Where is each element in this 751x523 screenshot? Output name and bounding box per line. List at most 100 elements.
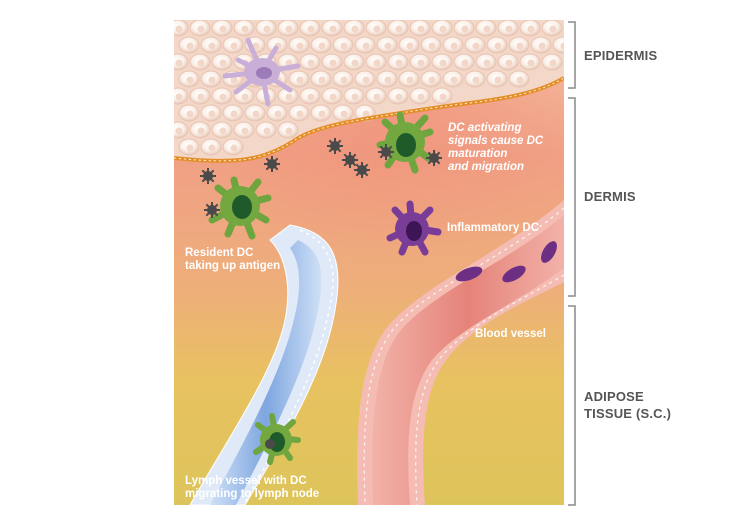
epidermis-cell-nucleus xyxy=(417,25,425,33)
epidermis-cell-nucleus xyxy=(527,59,535,67)
epidermis-cell-nucleus xyxy=(230,42,238,50)
layer-adipose: ADIPOSE TISSUE (S.C.) xyxy=(584,389,672,421)
epidermis-cell-nucleus xyxy=(340,42,348,50)
epidermis-cell-nucleus xyxy=(329,59,337,67)
bracket-adipose xyxy=(568,305,576,506)
epidermis-cell-nucleus xyxy=(461,25,469,33)
lymph-dc xyxy=(253,413,301,465)
epidermis-cell-nucleus xyxy=(296,76,304,84)
epidermis-cell-nucleus xyxy=(450,42,458,50)
epidermis-cell-nucleus xyxy=(318,42,326,50)
antigen-particle xyxy=(342,152,358,168)
epidermis-cell-nucleus xyxy=(527,25,535,33)
lymph-vessel xyxy=(210,240,322,505)
epidermis-cell-nucleus xyxy=(549,59,557,67)
epidermis-cell-nucleus xyxy=(373,25,381,33)
epidermis-cell-nucleus xyxy=(252,110,260,118)
antigen-particle xyxy=(426,150,442,166)
label-resident-dc: Resident DC taking up antigen xyxy=(185,247,281,272)
epidermis-cell-nucleus xyxy=(351,25,359,33)
epidermis-cell-nucleus xyxy=(395,59,403,67)
epidermis-cell-nucleus xyxy=(197,25,205,33)
antigen-particle xyxy=(354,162,370,178)
epidermis-cell-nucleus xyxy=(428,76,436,84)
resident-dc xyxy=(208,176,272,240)
red-blood-cell xyxy=(455,266,483,282)
epidermis-cell-nucleus xyxy=(175,25,183,33)
epidermis-cell-nucleus xyxy=(197,93,205,101)
epidermis-cell-nucleus xyxy=(274,110,282,118)
antigen-particle xyxy=(200,168,216,184)
antigen-particle xyxy=(327,138,343,154)
epidermis-cell-nucleus xyxy=(186,144,194,152)
inflammatory-dc xyxy=(386,200,442,256)
epidermis-cell-nucleus xyxy=(340,76,348,84)
antigen-particle xyxy=(378,144,394,160)
epidermis-cell-nucleus xyxy=(219,93,227,101)
epidermis-cell-nucleus xyxy=(230,110,238,118)
epidermis-cell-nucleus xyxy=(417,59,425,67)
red-blood-cell xyxy=(502,265,526,283)
epidermis-cell-nucleus xyxy=(307,59,315,67)
epidermis-cell-nucleus xyxy=(186,42,194,50)
epidermis-cell-nucleus xyxy=(406,42,414,50)
epidermis-cell-nucleus xyxy=(208,110,216,118)
epidermis-cell-nucleus xyxy=(362,42,370,50)
epidermis-cell-nucleus xyxy=(516,42,524,50)
epidermis-cell-nucleus xyxy=(340,110,348,118)
red-blood-cell xyxy=(541,241,557,263)
epidermis-cell-nucleus xyxy=(263,127,271,135)
label-blood-vessel: Blood vessel xyxy=(475,328,546,340)
epidermis-cell-nucleus xyxy=(362,76,370,84)
epidermis-cell-nucleus xyxy=(175,59,183,67)
epidermis-cell-nucleus xyxy=(483,59,491,67)
epidermis-cell-nucleus xyxy=(208,42,216,50)
langerhans-cell xyxy=(222,37,301,107)
epidermis-cell-nucleus xyxy=(219,127,227,135)
epidermis-cell-nucleus xyxy=(241,25,249,33)
epidermis-cell-nucleus xyxy=(329,25,337,33)
epidermis-cell-nucleus xyxy=(439,59,447,67)
epidermis-cell-nucleus xyxy=(307,93,315,101)
epidermis-cell-nucleus xyxy=(549,25,557,33)
epidermis-cell-nucleus xyxy=(219,25,227,33)
epidermis-cell-nucleus xyxy=(186,110,194,118)
label-dc-signals: DC activating signals cause DC maturatio… xyxy=(448,122,544,173)
epidermis-cell-nucleus xyxy=(285,127,293,135)
epidermis-cell-nucleus xyxy=(186,76,194,84)
epidermis-cells xyxy=(174,20,564,156)
epidermis-cell-nucleus xyxy=(296,42,304,50)
epidermis-cell-nucleus xyxy=(307,25,315,33)
epidermis-cell-nucleus xyxy=(296,110,304,118)
epidermis-cell-nucleus xyxy=(329,93,337,101)
epidermis-cell-nucleus xyxy=(395,25,403,33)
epidermis-cell-nucleus xyxy=(494,42,502,50)
epidermis-cell-nucleus xyxy=(450,76,458,84)
epidermis-cell-nucleus xyxy=(472,42,480,50)
epidermis-cell-nucleus xyxy=(175,127,183,135)
epidermis-cell-nucleus xyxy=(263,25,271,33)
epidermis-cell-nucleus xyxy=(219,59,227,67)
epidermis-cell-nucleus xyxy=(494,76,502,84)
epidermis-cell-nucleus xyxy=(417,93,425,101)
antigen-particle xyxy=(264,156,280,172)
epidermis-cell-nucleus xyxy=(516,76,524,84)
blood-vessel xyxy=(372,215,564,505)
migrating-dc xyxy=(376,111,434,174)
epidermis-cell-nucleus xyxy=(241,93,249,101)
epidermis-cell-nucleus xyxy=(351,93,359,101)
bracket-dermis xyxy=(568,97,576,297)
epidermis-cell-nucleus xyxy=(351,59,359,67)
epidermis-cell xyxy=(552,36,564,54)
epidermis-cell-nucleus xyxy=(373,93,381,101)
epidermis-cell-nucleus xyxy=(406,76,414,84)
epidermis-cell-nucleus xyxy=(483,25,491,33)
epidermis-cell-nucleus xyxy=(208,144,216,152)
epidermis-cell-nucleus xyxy=(472,76,480,84)
epidermis-cell-nucleus xyxy=(362,110,370,118)
epidermis-cell-nucleus xyxy=(230,76,238,84)
epidermis-cell-nucleus xyxy=(197,127,205,135)
label-inflammatory-dc: Inflammatory DC xyxy=(447,222,540,234)
epidermis-cell-nucleus xyxy=(384,42,392,50)
